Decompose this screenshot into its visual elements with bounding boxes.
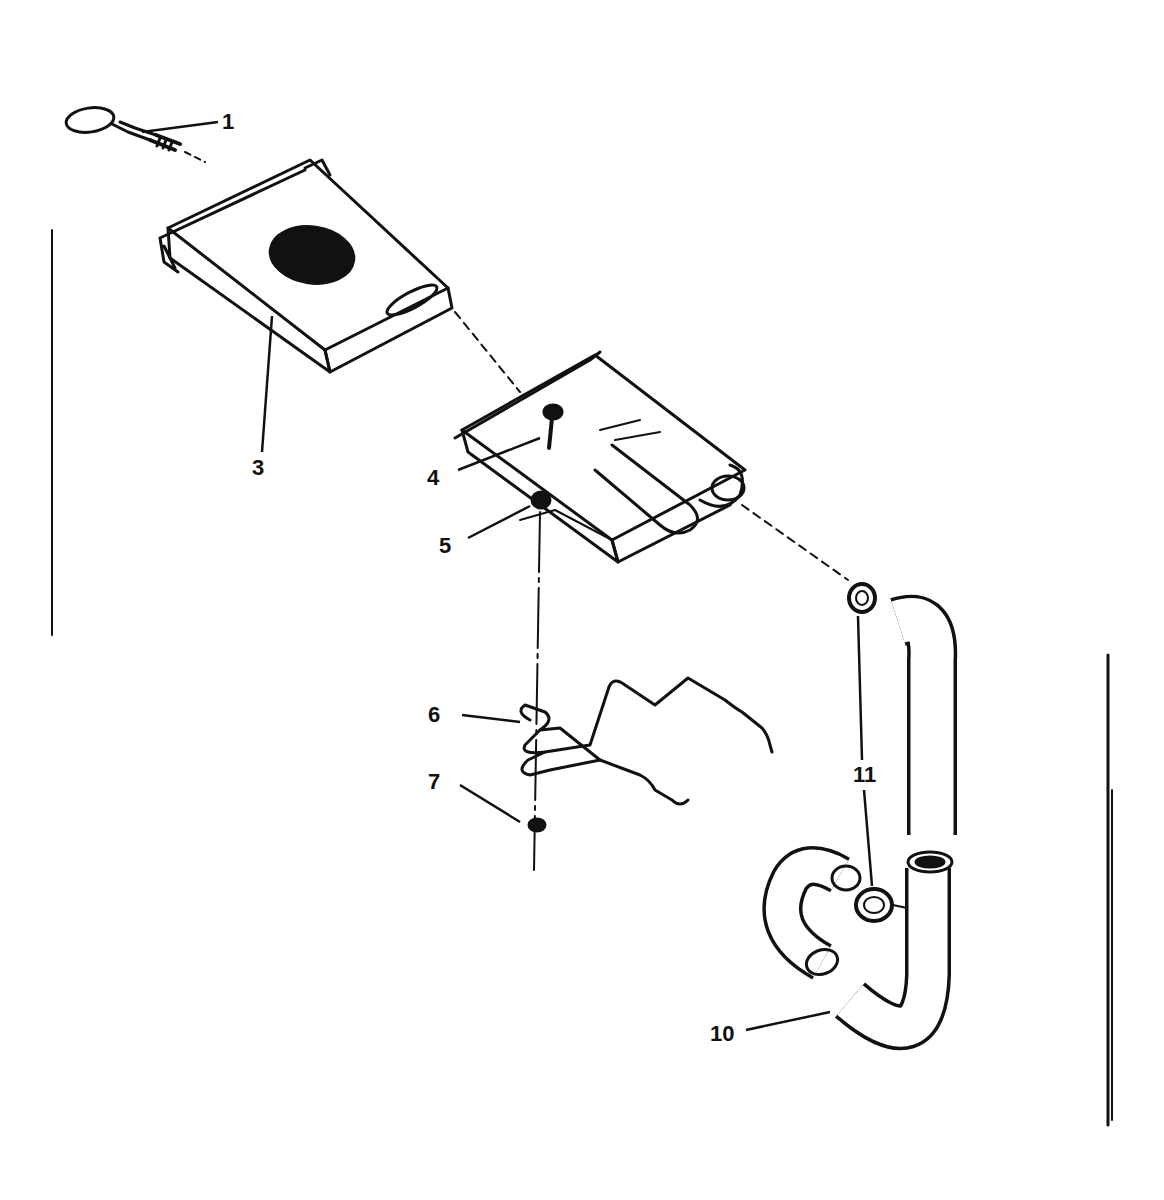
- callout-number: 6: [426, 703, 442, 727]
- callout-number: 10: [708, 1022, 736, 1046]
- callout-number: 1: [220, 110, 236, 134]
- callout-number: 4: [425, 466, 441, 490]
- callout-number: 5: [437, 534, 453, 558]
- callout-number: 7: [426, 770, 442, 794]
- callout-number: 3: [250, 456, 266, 480]
- leader-lines: [142, 122, 872, 1030]
- callout-number: 11: [851, 763, 878, 787]
